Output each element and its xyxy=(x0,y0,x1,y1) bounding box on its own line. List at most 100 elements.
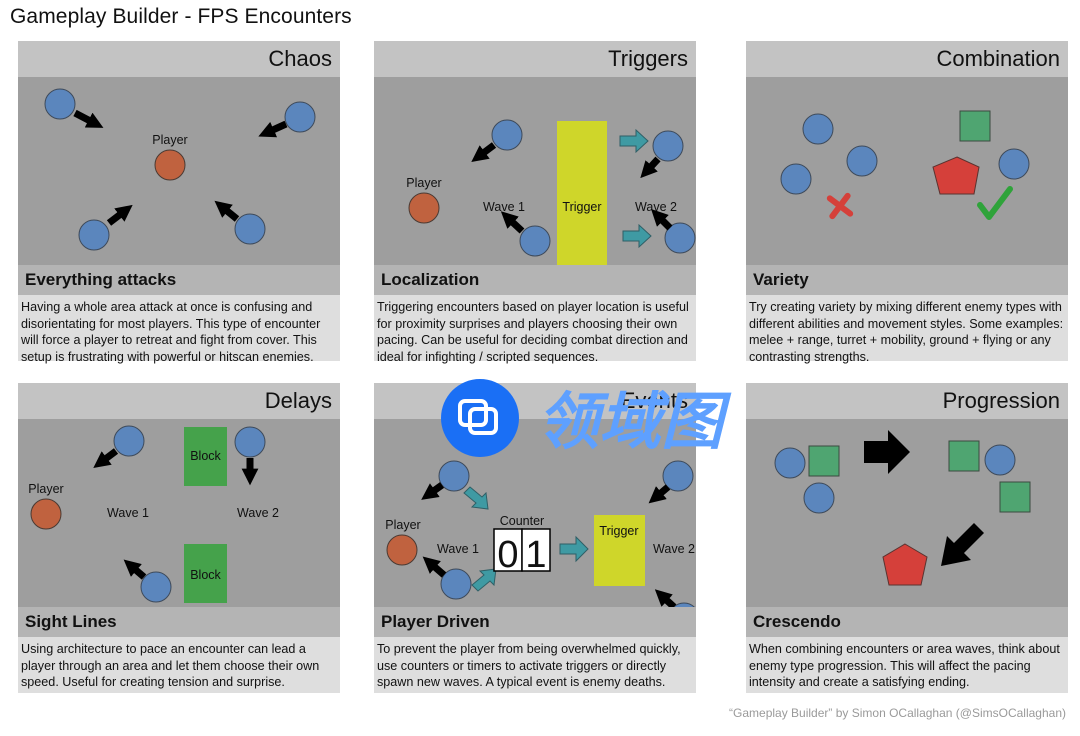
panel-header-title: Progression xyxy=(942,388,1060,413)
panel-subtitle: Crescendo xyxy=(753,612,841,631)
enemy-circle xyxy=(78,219,110,251)
heavy-enemy-square xyxy=(948,440,980,472)
enemy-circle xyxy=(774,447,806,479)
progress-arrow-icon xyxy=(941,523,984,566)
event-flow-arrow-icon xyxy=(471,568,497,592)
wave-2-label: Wave 2 xyxy=(653,542,695,556)
panel-scene: Player Wave 1 Trigger Wave 2 xyxy=(374,77,696,265)
attack-arrow-icon xyxy=(258,120,288,138)
panel-header: Progression xyxy=(746,383,1068,419)
panel-scene xyxy=(746,419,1068,607)
player-label: Player xyxy=(152,133,187,147)
panel-header: Delays xyxy=(18,383,340,419)
attack-arrow-icon xyxy=(93,448,119,469)
event-flow-arrow-icon xyxy=(463,486,489,510)
trigger-zone xyxy=(557,121,607,265)
enemy-circle xyxy=(234,426,266,458)
event-flow-arrow-icon xyxy=(559,535,589,563)
panel-progression: Progression Crescendo When combining enc… xyxy=(746,383,1068,693)
enemy-circle xyxy=(438,460,470,492)
enemy-circle xyxy=(652,130,684,162)
counter-digit: 0 xyxy=(497,534,518,576)
block-wall xyxy=(184,427,227,486)
panel-header: Events xyxy=(374,383,696,419)
enemy-circle xyxy=(440,568,472,600)
heavy-enemy-square xyxy=(999,481,1031,513)
player-circle xyxy=(386,534,418,566)
trigger-label: Trigger xyxy=(599,524,638,538)
enemy-circle xyxy=(140,571,172,603)
panel-description: Using architecture to pace an encounter … xyxy=(18,637,340,693)
panel-description: Triggering encounters based on player lo… xyxy=(374,295,696,364)
panel-scene: Player Wave 1 Counter 0 1 Trigger Wave 2 xyxy=(374,419,696,607)
attack-arrow-icon xyxy=(73,109,104,128)
panel-header: Chaos xyxy=(18,41,340,77)
enemy-circle xyxy=(664,222,696,254)
panel-subtitle: Sight Lines xyxy=(25,612,117,631)
panel-scene: Player Wave 1 Block Wave 2 Block xyxy=(18,419,340,607)
panel-chaos: Chaos Player Everything attacks Having a… xyxy=(18,41,340,364)
counter-digit: 1 xyxy=(525,534,546,576)
panel-subtitle: Variety xyxy=(753,270,809,289)
panel-description: Having a whole area attack at once is co… xyxy=(18,295,340,364)
enemy-circle xyxy=(519,225,551,257)
attack-arrow-icon xyxy=(422,556,447,578)
panel-header: Combination xyxy=(746,41,1068,77)
enemy-circle xyxy=(802,113,834,145)
enemy-circle xyxy=(44,88,76,120)
attack-arrow-icon xyxy=(123,559,147,580)
heavy-enemy-square xyxy=(959,110,991,142)
attack-arrow-icon xyxy=(471,142,497,163)
player-label: Player xyxy=(385,518,420,532)
watermark-text: 领域图 xyxy=(537,385,732,458)
player-circle xyxy=(154,149,186,181)
panel-header-title: Delays xyxy=(264,388,332,413)
player-circle xyxy=(30,498,62,530)
panel-subheader: Variety xyxy=(746,265,1068,295)
block-label: Block xyxy=(190,568,221,582)
panel-header-title: Chaos xyxy=(268,46,332,71)
panel-delays: Delays Player Wave 1 Block Wave 2 Block … xyxy=(18,383,340,693)
panel-header-title: Events xyxy=(620,388,688,413)
panel-events: Events Player Wave 1 Counter 0 1 T xyxy=(374,383,696,693)
attack-arrow-icon xyxy=(648,484,671,504)
enemy-circle xyxy=(803,482,835,514)
attack-arrow-icon xyxy=(214,200,240,222)
combination-diagram xyxy=(780,110,1030,220)
panel-subheader: Sight Lines xyxy=(18,607,340,637)
wave-1-label: Wave 1 xyxy=(107,506,149,520)
enemy-circle xyxy=(662,460,694,492)
page-title: Gameplay Builder - FPS Encounters xyxy=(10,5,352,28)
progress-arrow-icon xyxy=(864,430,910,474)
panel-subheader: Crescendo xyxy=(746,607,1068,637)
panel-scene xyxy=(746,77,1068,265)
enemy-circle xyxy=(673,602,695,607)
enemy-circle xyxy=(780,163,812,195)
trigger-label: Trigger xyxy=(562,200,601,214)
panel-header-title: Combination xyxy=(936,46,1060,71)
wave-2-label: Wave 2 xyxy=(635,200,677,214)
enemy-circle xyxy=(998,148,1030,180)
chaos-diagram: Player xyxy=(44,88,316,251)
wave-1-label: Wave 1 xyxy=(437,542,479,556)
panel-header-title: Triggers xyxy=(608,46,688,71)
enemy-circle xyxy=(113,425,145,457)
panel-subtitle: Everything attacks xyxy=(25,270,177,289)
player-circle xyxy=(408,192,440,224)
panel-subheader: Localization xyxy=(374,265,696,295)
delays-diagram: Player Wave 1 Block Wave 2 Block xyxy=(28,425,279,603)
panel-subheader: Everything attacks xyxy=(18,265,340,295)
panel-subtitle: Player Driven xyxy=(381,612,490,631)
trigger-zone xyxy=(594,515,645,586)
panel-description: When combining encounters or area waves,… xyxy=(746,637,1068,693)
panel-description: Try creating variety by mixing different… xyxy=(746,295,1068,364)
counter-label: Counter xyxy=(500,514,544,528)
spawn-arrow-icon xyxy=(619,128,649,154)
enemy-circle xyxy=(491,119,523,151)
block-wall xyxy=(184,544,227,603)
enemy-circle xyxy=(846,145,878,177)
watermark-circle-icon xyxy=(441,379,519,457)
events-diagram: Player Wave 1 Counter 0 1 Trigger Wave 2 xyxy=(385,460,695,607)
attack-arrow-icon xyxy=(651,209,673,231)
triggers-diagram: Player Wave 1 Trigger Wave 2 xyxy=(406,119,696,265)
